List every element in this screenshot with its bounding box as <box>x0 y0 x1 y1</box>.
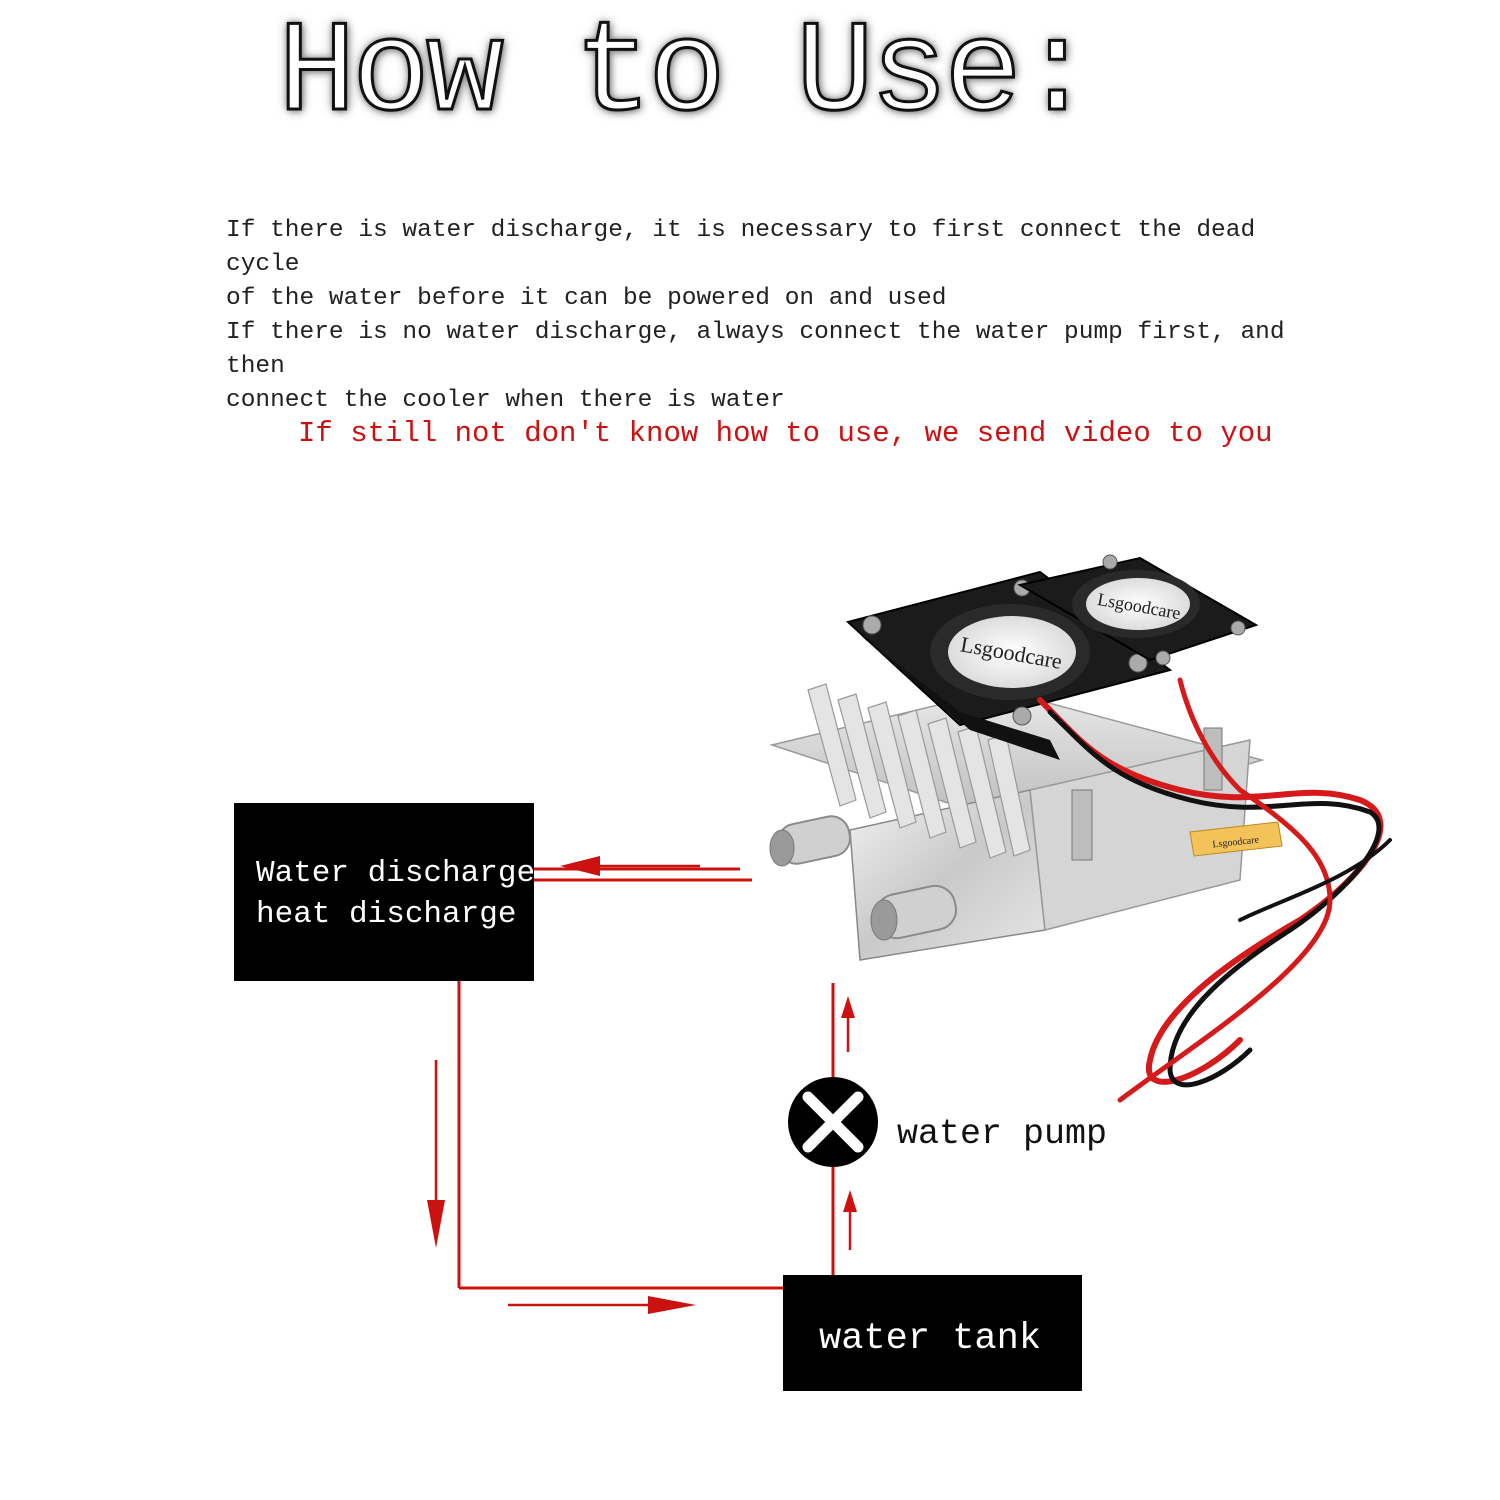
pump-close-icon <box>788 1077 878 1167</box>
power-wires <box>1037 677 1392 1103</box>
flow-arrows <box>427 856 857 1314</box>
pump-label: water pump <box>897 1114 1108 1154</box>
inlet-nozzle <box>870 884 957 941</box>
arrow-down-icon <box>427 1060 445 1248</box>
cooler-product-image: Lsgoodcare Lsgoodcare Lsgoodcare <box>769 554 1392 1103</box>
fan-right: Lsgoodcare <box>1017 554 1259 666</box>
water-tank-box: water tank <box>783 1275 1082 1391</box>
video-note: If still not don't know how to use, we s… <box>298 417 1273 450</box>
brand-tag: Lsgoodcare <box>1189 821 1283 857</box>
outlet-nozzle <box>769 815 852 867</box>
discharge-label-line2: heat discharge <box>256 897 517 932</box>
arrow-left-icon <box>560 856 700 876</box>
water-discharge-box: Water discharge heat discharge <box>234 803 536 981</box>
instruction-discharge: If there is water discharge, it is neces… <box>226 217 1256 312</box>
arrow-up-icon <box>841 996 855 1052</box>
discharge-label-line1: Water discharge <box>256 856 536 891</box>
instruction-no-discharge: If there is no water discharge, always c… <box>226 319 1285 414</box>
svg-text:Lsgoodcare: Lsgoodcare <box>1212 835 1260 851</box>
heatsink-fins <box>807 683 1031 859</box>
arrow-up-icon-2 <box>843 1190 857 1250</box>
arrow-right-icon <box>508 1296 696 1314</box>
flow-lines <box>457 867 835 1290</box>
page-title: How to Use: <box>276 2 1097 149</box>
tank-label: water tank <box>819 1318 1042 1360</box>
